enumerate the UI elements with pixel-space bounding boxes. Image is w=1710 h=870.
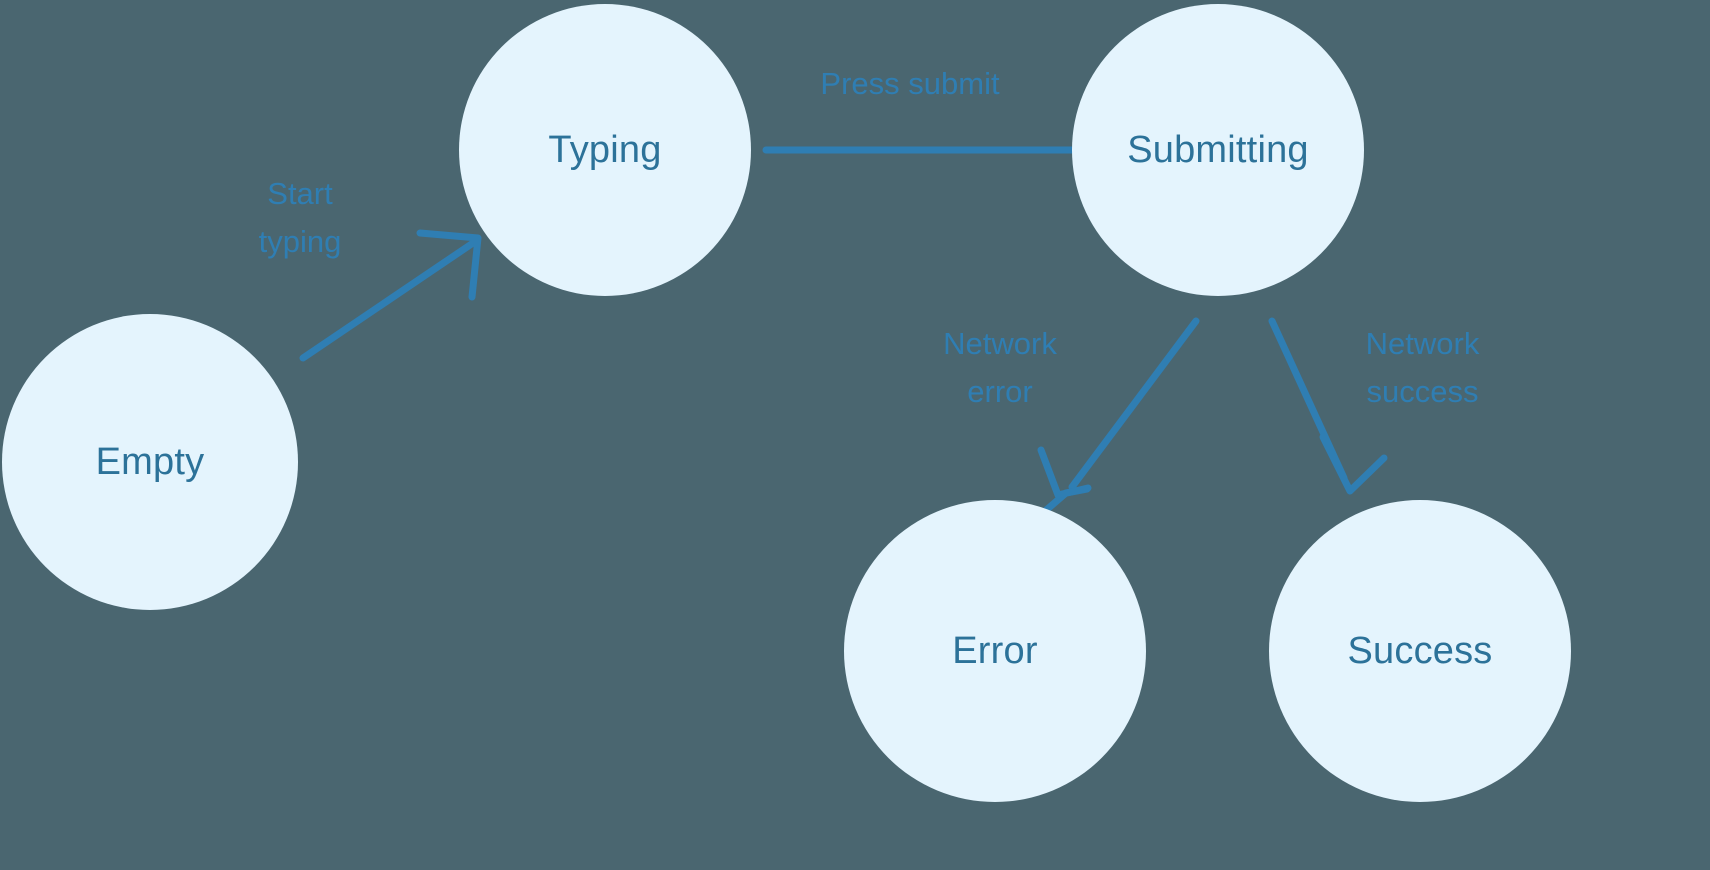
arrowhead-open: [1037, 446, 1092, 499]
state-node-label: Empty: [95, 440, 205, 483]
state-node-label: Error: [952, 629, 1038, 672]
state-node-empty[interactable]: Empty: [2, 314, 298, 610]
state-node-submitting[interactable]: Submitting: [1072, 4, 1364, 296]
edge-submitting-to-error: [1037, 317, 1200, 516]
state-node-typing[interactable]: Typing: [459, 4, 751, 296]
edge-line: [1068, 317, 1200, 491]
state-node-error[interactable]: Error: [844, 500, 1146, 802]
edge-empty-to-typing: [299, 229, 482, 362]
arrowhead-open: [1319, 433, 1388, 495]
arrowhead: [416, 229, 482, 301]
state-node-label: Submitting: [1127, 128, 1309, 171]
edge-line: [299, 239, 477, 362]
state-node-label: Typing: [548, 128, 662, 171]
state-node-label: Success: [1347, 629, 1493, 672]
edge-submitting-to-success: [1268, 317, 1388, 495]
state-node-success[interactable]: Success: [1269, 500, 1571, 802]
